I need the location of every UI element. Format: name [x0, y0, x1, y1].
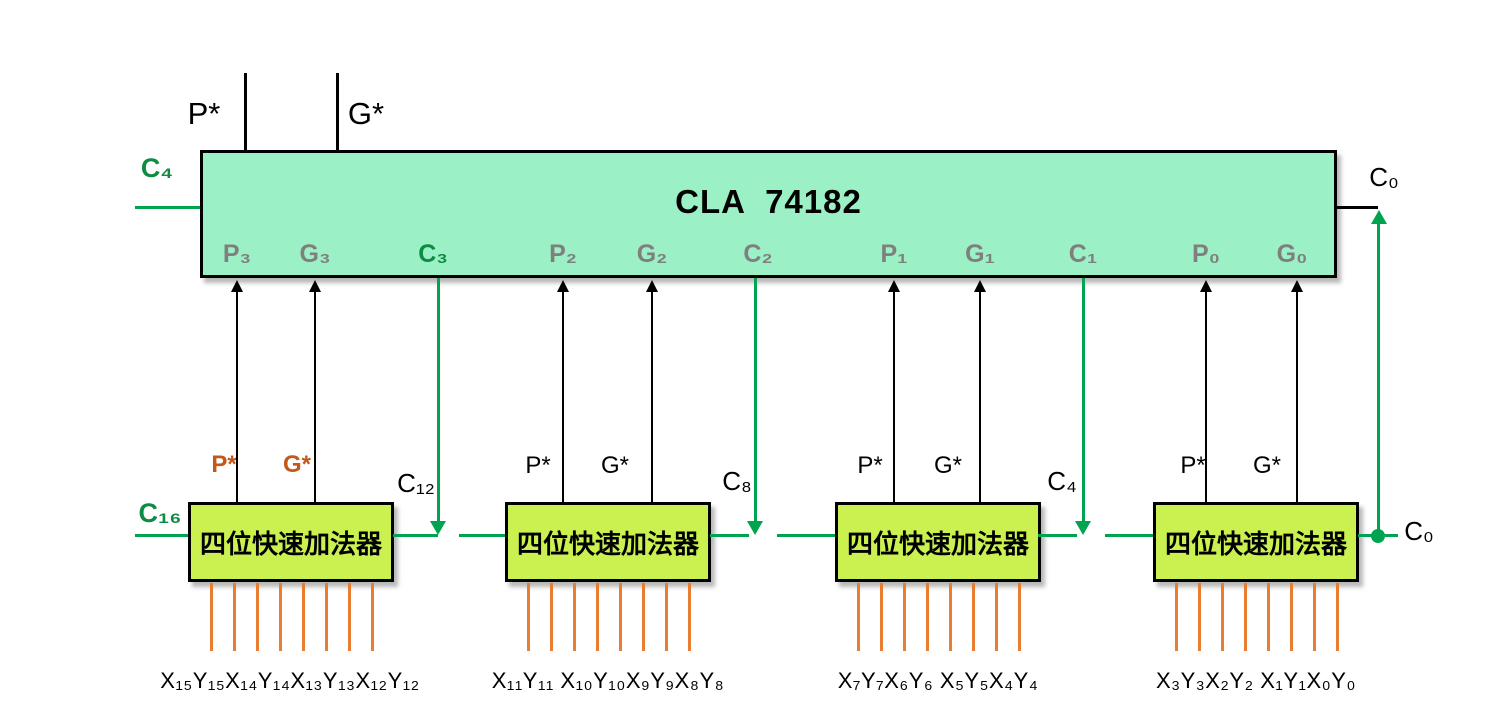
operand-input-wire — [1313, 583, 1316, 651]
operand-input-wire — [949, 583, 952, 651]
operand-input-wire — [1267, 583, 1270, 651]
cla-pin-g1: G₁ — [965, 240, 995, 268]
operand-input-wire — [550, 583, 553, 651]
adder0-gstar-label: G* — [1252, 452, 1282, 479]
pg-signal-arrow — [309, 280, 321, 502]
adder1-pstar-label: P* — [857, 452, 883, 479]
adder3-inputs-label: X₁₅Y₁₅X₁₄Y₁₄X₁₃Y₁₃X₁₂Y₁₂ — [160, 668, 420, 693]
carry-wire — [1105, 534, 1153, 537]
adder0-inputs-label: X₃Y₃X₂Y₂ X₁Y₁X₀Y₀ — [1155, 668, 1357, 693]
c0-bottom-label: C₀ — [1404, 516, 1434, 546]
adder-group0-box: 四位快速加法器 — [1153, 502, 1359, 582]
operand-input-wire — [903, 583, 906, 651]
operand-input-wire — [1018, 583, 1021, 651]
cla-pstar-wire — [244, 73, 247, 150]
cla-c4-in-wire — [135, 206, 200, 209]
cla-title: CLA 74182 — [675, 183, 862, 220]
operand-input-wire — [325, 583, 328, 651]
c16-label: C₁₆ — [138, 498, 182, 528]
operand-input-wire — [1244, 583, 1247, 651]
carry-wire — [1358, 534, 1398, 537]
pg-signal-arrow — [557, 280, 569, 502]
operand-input-wire — [256, 583, 259, 651]
carry-wire — [777, 534, 835, 537]
pg-signal-arrow — [888, 280, 900, 502]
cla-gstar-label: G* — [347, 96, 385, 131]
cla-pin-c1: C₁ — [1068, 240, 1098, 268]
operand-input-wire — [995, 583, 998, 651]
cla-pin-c2: C₂ — [743, 240, 773, 268]
carry-wire — [393, 534, 438, 537]
operand-input-wire — [573, 583, 576, 651]
cla-74182-block: CLA 74182 — [200, 150, 1337, 278]
operand-input-wire — [371, 583, 374, 651]
operand-input-wire — [1198, 583, 1201, 651]
adder-group2-label: 四位快速加法器 — [516, 528, 699, 559]
cla-c0-in-wire — [1337, 206, 1378, 209]
operand-input-wire — [1221, 583, 1224, 651]
operand-input-wire — [688, 583, 691, 651]
operand-input-wire — [619, 583, 622, 651]
cla-pin-g2: G₂ — [636, 240, 668, 268]
pg-signal-arrow — [1200, 280, 1212, 502]
cla-pin-g0: G₀ — [1276, 240, 1308, 268]
adder-group0-label: 四位快速加法器 — [1164, 528, 1347, 559]
operand-input-wire — [857, 583, 860, 651]
adder-group1-box: 四位快速加法器 — [835, 502, 1041, 582]
cla-c4-in-label: C₄ — [140, 153, 174, 183]
pg-signal-arrow — [974, 280, 986, 502]
cla-pin-g3: G₃ — [299, 240, 331, 268]
adder0-pstar-label: P* — [1180, 452, 1206, 479]
adder-group3-box: 四位快速加法器 — [188, 502, 394, 582]
operand-input-wire — [596, 583, 599, 651]
cla-pin-p0: P₀ — [1192, 240, 1220, 268]
operand-input-wire — [210, 583, 213, 651]
carry-wire — [459, 534, 505, 537]
adder1-gstar-label: G* — [933, 452, 963, 479]
operand-input-wire — [972, 583, 975, 651]
c12-label: C₁₂ — [397, 468, 435, 498]
cla-pin-p2: P₂ — [549, 240, 577, 268]
cla-pin-p1: P₁ — [880, 240, 908, 268]
adder2-gstar-label: G* — [600, 452, 630, 479]
adder3-gstar-label: G* — [282, 451, 312, 478]
operand-input-wire — [279, 583, 282, 651]
carry-down-arrow — [1075, 278, 1091, 535]
operand-input-wire — [1336, 583, 1339, 651]
operand-input-wire — [1175, 583, 1178, 651]
cla-c0-in-label: C₀ — [1369, 162, 1399, 192]
pg-signal-arrow — [1291, 280, 1303, 502]
carry-wire — [135, 534, 188, 537]
c0-feedback-wire — [1370, 210, 1387, 536]
operand-input-wire — [642, 583, 645, 651]
operand-input-wire — [302, 583, 305, 651]
carry-wire — [710, 534, 749, 537]
adder1-inputs-label: X₇Y₇X₆Y₆ X₅Y₅X₄Y₄ — [837, 668, 1039, 693]
adder3-pstar-label: P* — [211, 451, 237, 478]
adder2-pstar-label: P* — [525, 452, 551, 479]
adder-group2-box: 四位快速加法器 — [505, 502, 711, 582]
carry-down-arrow — [747, 278, 763, 535]
operand-input-wire — [665, 583, 668, 651]
operand-input-wire — [926, 583, 929, 651]
c8-label: C₈ — [722, 466, 752, 496]
pg-signal-arrow — [646, 280, 658, 502]
cla-pin-p3: P₃ — [222, 240, 252, 268]
pg-signal-arrow — [231, 280, 243, 502]
operand-input-wire — [1290, 583, 1293, 651]
cla-pstar-label: P* — [187, 96, 221, 131]
operand-input-wire — [233, 583, 236, 651]
carry-down-arrow — [430, 278, 446, 535]
carry-wire — [1038, 534, 1077, 537]
adder2-inputs-label: X₁₁Y₁₁ X₁₀Y₁₀X₉Y₉X₈Y₈ — [491, 668, 725, 693]
operand-input-wire — [527, 583, 530, 651]
cla-pin-c3: C₃ — [418, 240, 448, 268]
c4-label: C₄ — [1047, 466, 1077, 496]
adder-group3-label: 四位快速加法器 — [199, 528, 382, 559]
operand-input-wire — [348, 583, 351, 651]
cla-gstar-wire — [336, 73, 339, 150]
operand-input-wire — [880, 583, 883, 651]
adder-group1-label: 四位快速加法器 — [846, 528, 1029, 559]
